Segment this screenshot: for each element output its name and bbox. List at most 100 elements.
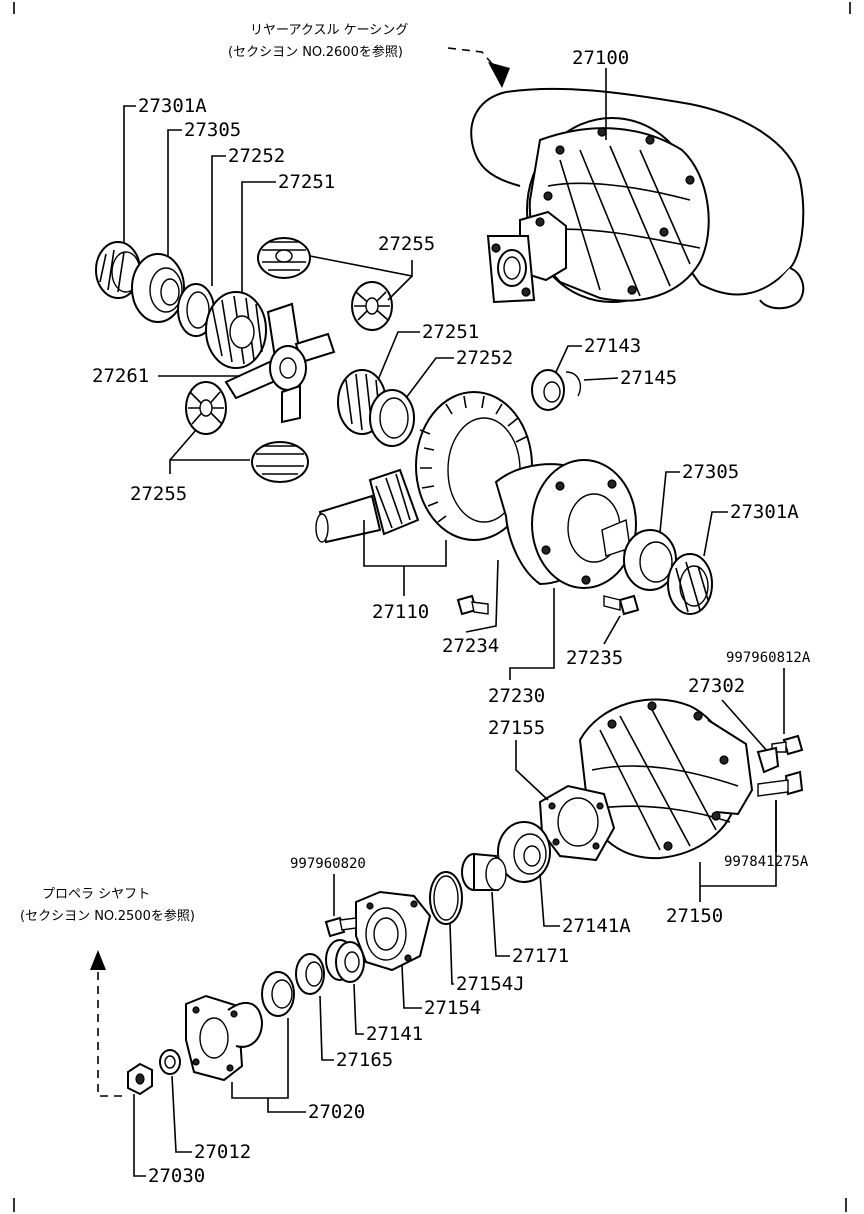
label-27165: 27165 bbox=[336, 1049, 393, 1071]
label-27234: 27234 bbox=[442, 635, 499, 657]
differential-assembly-27100 bbox=[470, 87, 805, 310]
oil-seal-27165 bbox=[295, 953, 325, 995]
label-27251-mid: 27251 bbox=[422, 321, 479, 343]
leader-27305-top bbox=[167, 129, 182, 256]
label-27252-top: 27252 bbox=[228, 145, 285, 167]
label-27012: 27012 bbox=[194, 1141, 251, 1163]
leader-27030 bbox=[133, 1094, 146, 1177]
leader-27305-right bbox=[659, 471, 680, 533]
pinion-gear-27255-d bbox=[251, 441, 309, 483]
label-27255-top: 27255 bbox=[378, 233, 435, 255]
rear-axle-note-line1: リヤーアクスル ケーシング bbox=[250, 23, 408, 38]
propeller-pointer bbox=[97, 972, 124, 1097]
bolt-997960820 bbox=[324, 916, 357, 938]
rear-axle-note-line2: (セクシヨン NO.2600を参照) bbox=[228, 44, 403, 60]
pinion-gear-27255-b bbox=[351, 281, 393, 331]
leader-27301A-top bbox=[123, 105, 136, 244]
pinion-gear-27255-c bbox=[185, 381, 227, 435]
leader-27255-bottom bbox=[169, 429, 250, 474]
rear-axle-pointer bbox=[447, 47, 495, 67]
bolt-27235 bbox=[603, 594, 640, 616]
leader-27154 bbox=[401, 965, 422, 1009]
pinion-gear-27255-a bbox=[257, 237, 311, 279]
propeller-note-line1: プロペラ シヤフト bbox=[42, 887, 150, 902]
leader-27141 bbox=[353, 983, 364, 1035]
label-27141: 27141 bbox=[366, 1023, 423, 1045]
frame-marks bbox=[13, 2, 851, 1212]
label-27143: 27143 bbox=[584, 335, 641, 357]
label-27301A-right: 27301A bbox=[730, 501, 799, 523]
leader-27255-top bbox=[309, 255, 413, 301]
spider-27261 bbox=[224, 302, 336, 424]
label-27255-bottom: 27255 bbox=[130, 483, 187, 505]
label-997960820: 997960820 bbox=[290, 856, 366, 872]
gasket-27155 bbox=[538, 784, 616, 862]
leader-27145 bbox=[583, 377, 619, 381]
carrier-housing-27150 bbox=[578, 698, 754, 860]
leader-27230 bbox=[509, 588, 555, 680]
rear-axle-arrowhead bbox=[488, 62, 510, 88]
bearing-27305-left bbox=[131, 253, 185, 323]
label-27302: 27302 bbox=[688, 675, 745, 697]
bolt-997841275A bbox=[757, 770, 804, 797]
leader-27141A bbox=[539, 873, 560, 927]
label-27030: 27030 bbox=[148, 1165, 205, 1187]
leader-27251-top bbox=[241, 181, 276, 310]
leader-27302 bbox=[721, 699, 769, 753]
leader-27110 bbox=[363, 520, 447, 596]
leader-27301A-right bbox=[703, 511, 728, 557]
label-27230: 27230 bbox=[488, 685, 545, 707]
label-27150: 27150 bbox=[666, 905, 723, 927]
bearing-27141 bbox=[325, 939, 365, 983]
bearing-27305-right bbox=[623, 529, 677, 591]
leader-27143 bbox=[555, 345, 582, 373]
label-27154: 27154 bbox=[424, 997, 481, 1019]
label-27251-top: 27251 bbox=[278, 171, 335, 193]
label-997960812A: 997960812A bbox=[726, 650, 811, 666]
retainer-27154 bbox=[355, 890, 432, 972]
propeller-note-line2: (セクシヨン NO.2500を参照) bbox=[20, 908, 195, 924]
bracket-27302 bbox=[756, 746, 780, 774]
bearing-race-27301A-right bbox=[667, 553, 713, 615]
leader-27252-top bbox=[211, 155, 226, 286]
label-27235: 27235 bbox=[566, 647, 623, 669]
leader-27171 bbox=[491, 891, 510, 957]
leader-27235 bbox=[603, 615, 621, 645]
propeller-arrowhead bbox=[90, 950, 106, 970]
label-27261: 27261 bbox=[92, 365, 149, 387]
leader-27155 bbox=[515, 740, 549, 801]
label-27100: 27100 bbox=[572, 47, 629, 69]
leader-27252-mid bbox=[405, 357, 454, 399]
drive-pinion-27110 bbox=[315, 468, 420, 544]
label-27305-right: 27305 bbox=[682, 461, 739, 483]
diff-case-27230 bbox=[494, 459, 637, 589]
label-27020: 27020 bbox=[308, 1101, 365, 1123]
leader-27234 bbox=[465, 559, 499, 633]
snap-ring-27145 bbox=[565, 371, 582, 397]
nut-27030 bbox=[127, 1062, 153, 1096]
deflector-ring bbox=[261, 971, 295, 1017]
leader-27154J bbox=[449, 923, 454, 985]
label-27252-mid: 27252 bbox=[456, 347, 513, 369]
leader-27020 bbox=[231, 1018, 306, 1113]
label-27155: 27155 bbox=[488, 717, 545, 739]
leader-27251-mid bbox=[377, 331, 420, 381]
spacer-27171 bbox=[461, 852, 507, 891]
label-27171: 27171 bbox=[512, 945, 569, 967]
label-27145: 27145 bbox=[620, 367, 677, 389]
bolt-27234 bbox=[456, 594, 489, 616]
bearing-27141A bbox=[497, 821, 551, 883]
label-27301A-top: 27301A bbox=[138, 95, 207, 117]
bearing-27143 bbox=[531, 369, 565, 411]
label-27305-top: 27305 bbox=[184, 119, 241, 141]
label-997841275A: 997841275A bbox=[724, 854, 809, 870]
leader-27165 bbox=[319, 995, 334, 1061]
label-27141A: 27141A bbox=[562, 915, 631, 937]
label-27110: 27110 bbox=[372, 601, 429, 623]
leader-27012 bbox=[171, 1075, 192, 1153]
label-27154J: 27154J bbox=[456, 973, 525, 995]
companion-flange-27020 bbox=[185, 994, 264, 1082]
side-gear-27251-left bbox=[205, 291, 267, 369]
